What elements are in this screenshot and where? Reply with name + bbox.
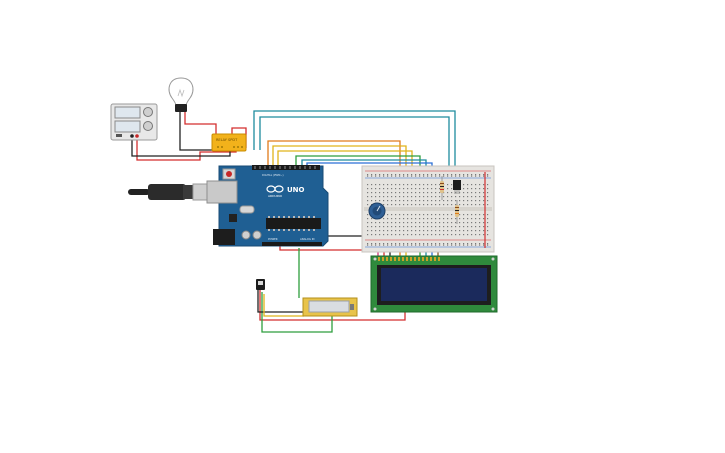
usb-cable[interactable] bbox=[128, 183, 212, 201]
brand-label: ARDUINO bbox=[268, 194, 283, 198]
light-bulb[interactable] bbox=[168, 77, 194, 112]
resistor-2[interactable] bbox=[455, 200, 459, 224]
current-knob[interactable] bbox=[143, 121, 153, 131]
wire-teal-relay[interactable] bbox=[253, 110, 456, 182]
wire-black-bulb[interactable] bbox=[179, 111, 214, 151]
resistor[interactable] bbox=[440, 176, 444, 200]
power-analog-header[interactable] bbox=[262, 242, 322, 246]
load-cell[interactable] bbox=[302, 297, 358, 317]
wire-red-bulb[interactable] bbox=[184, 111, 217, 135]
analog-label: ANALOG IN bbox=[300, 237, 314, 241]
terminal-positive[interactable] bbox=[135, 134, 139, 138]
lcd-screen bbox=[381, 268, 487, 301]
transistor[interactable] bbox=[453, 180, 461, 194]
voltage-knob[interactable] bbox=[143, 107, 153, 117]
wire-black-hx[interactable] bbox=[257, 288, 304, 313]
arduino-uno[interactable]: DIGITAL (PWM~) UNO ARDUINO POWER ANALOG … bbox=[206, 165, 329, 247]
wire-teal-relay-2[interactable] bbox=[259, 116, 450, 182]
lcd-pins[interactable] bbox=[378, 257, 440, 261]
relay[interactable]: RELAY SPDT bbox=[211, 133, 247, 152]
atmega-chip bbox=[266, 218, 321, 229]
hx711-sensor[interactable] bbox=[256, 279, 265, 290]
digital-label: DIGITAL (PWM~) bbox=[262, 173, 284, 177]
power-label: POWER bbox=[268, 237, 278, 241]
model-label: UNO bbox=[287, 186, 305, 194]
relay-label: RELAY SPDT bbox=[216, 138, 238, 142]
power-supply[interactable] bbox=[110, 103, 158, 141]
arduino-logo bbox=[266, 185, 284, 193]
usb-port bbox=[206, 180, 238, 204]
potentiometer[interactable] bbox=[368, 202, 386, 220]
terminal-negative[interactable] bbox=[130, 134, 134, 138]
power-jack bbox=[213, 229, 235, 245]
lcd-display[interactable] bbox=[370, 255, 498, 313]
reset-button[interactable] bbox=[226, 171, 232, 177]
wire-yellow-hx[interactable] bbox=[263, 294, 304, 317]
